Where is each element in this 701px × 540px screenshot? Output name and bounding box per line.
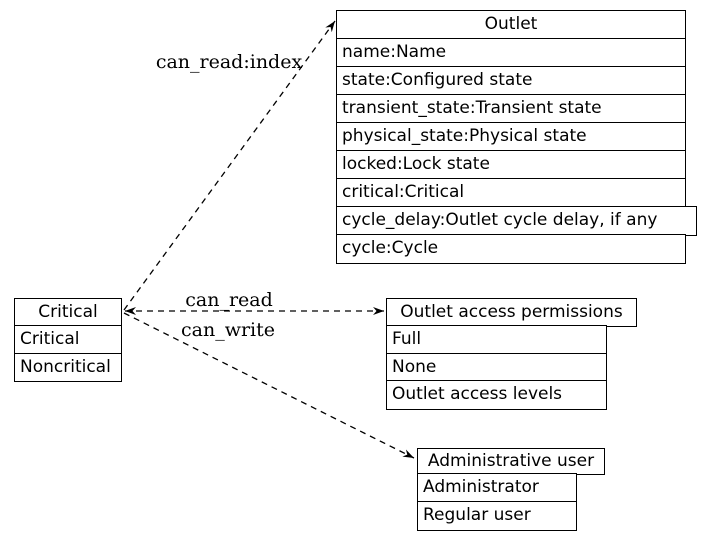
node-critical-row-critical: Critical: [14, 325, 122, 354]
node-permissions-row-levels: Outlet access levels: [386, 380, 607, 410]
node-outlet-row-critical: critical:Critical: [336, 178, 686, 208]
node-permissions-title: Outlet access permissions: [386, 298, 637, 327]
node-critical-title: Critical: [14, 298, 122, 327]
edge-label-can-write: can_write: [180, 319, 276, 341]
edge-label-can-read-index: can_read:index: [155, 51, 303, 73]
node-outlet: Outlet name:Name state:Configured state …: [336, 10, 697, 264]
node-outlet-row-physical-state: physical_state:Physical state: [336, 122, 686, 152]
node-outlet-access-permissions: Outlet access permissions Full None Outl…: [386, 298, 637, 410]
node-outlet-row-locked: locked:Lock state: [336, 150, 686, 180]
node-admin-row-regular-user: Regular user: [417, 501, 577, 531]
node-outlet-row-cycle-delay: cycle_delay:Outlet cycle delay, if any: [336, 206, 697, 236]
node-outlet-row-cycle: cycle:Cycle: [336, 234, 686, 264]
node-outlet-row-state: state:Configured state: [336, 66, 686, 96]
node-critical: Critical Critical Noncritical: [14, 298, 122, 382]
node-outlet-title: Outlet: [336, 10, 686, 40]
node-outlet-row-name: name:Name: [336, 38, 686, 68]
node-outlet-row-transient-state: transient_state:Transient state: [336, 94, 686, 124]
node-permissions-row-full: Full: [386, 325, 607, 355]
edge-label-can-read: can_read: [185, 289, 273, 311]
node-permissions-row-none: None: [386, 352, 607, 382]
node-administrative-user: Administrative user Administrator Regula…: [417, 448, 605, 531]
node-admin-row-administrator: Administrator: [417, 473, 577, 503]
node-critical-row-noncritical: Noncritical: [14, 352, 122, 382]
node-admin-title: Administrative user: [417, 448, 605, 475]
